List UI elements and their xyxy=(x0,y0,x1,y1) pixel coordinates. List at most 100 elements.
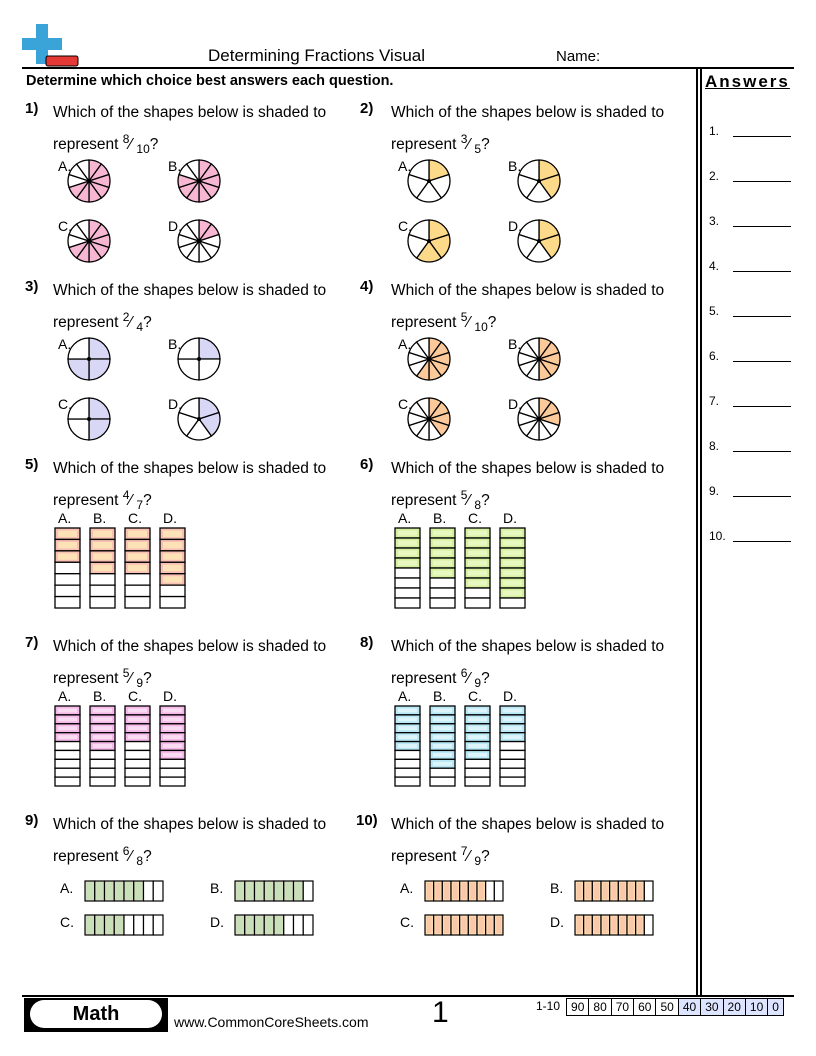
bar-shape-c[interactable] xyxy=(124,705,151,787)
bar-shape-d[interactable] xyxy=(234,914,314,936)
option-label[interactable]: B. xyxy=(508,158,522,174)
answer-blank[interactable] xyxy=(733,541,791,542)
option-label[interactable]: D. xyxy=(163,510,177,526)
answer-row[interactable]: 3. xyxy=(709,214,793,228)
pie-shape-a[interactable] xyxy=(407,159,451,203)
pie-shape-c[interactable] xyxy=(67,397,111,441)
option-label[interactable]: A. xyxy=(398,688,412,704)
answer-row[interactable]: 10. xyxy=(709,529,793,543)
answer-row[interactable]: 2. xyxy=(709,169,793,183)
answer-row[interactable]: 6. xyxy=(709,349,793,363)
answer-blank[interactable] xyxy=(733,496,791,497)
bar-shape-d[interactable] xyxy=(499,705,526,787)
option-label[interactable]: D. xyxy=(163,688,177,704)
option-label[interactable]: C. xyxy=(468,688,482,704)
option-label[interactable]: D. xyxy=(168,218,182,234)
bar-shape-d[interactable] xyxy=(159,705,186,787)
answer-blank[interactable] xyxy=(733,181,791,182)
option-label[interactable]: A. xyxy=(58,688,72,704)
option-label[interactable]: C. xyxy=(60,914,74,930)
option-label[interactable]: D. xyxy=(508,396,522,412)
option-label[interactable]: B. xyxy=(210,880,224,896)
answer-row[interactable]: 7. xyxy=(709,394,793,408)
bar-shape-d[interactable] xyxy=(499,527,526,609)
option-label[interactable]: A. xyxy=(58,158,72,174)
answer-blank[interactable] xyxy=(733,451,791,452)
pie-shape-a[interactable] xyxy=(67,337,111,381)
answer-blank[interactable] xyxy=(733,316,791,317)
option-label[interactable]: B. xyxy=(433,510,447,526)
bar-shape-a[interactable] xyxy=(54,527,81,609)
bar-shape-b[interactable] xyxy=(429,527,456,609)
bar-shape-d[interactable] xyxy=(574,914,654,936)
answer-blank[interactable] xyxy=(733,226,791,227)
bar-shape-a[interactable] xyxy=(394,527,421,609)
pie-shape-c[interactable] xyxy=(407,219,451,263)
option-label[interactable]: B. xyxy=(168,158,182,174)
bar-shape-a[interactable] xyxy=(394,705,421,787)
bar-shape-c[interactable] xyxy=(464,705,491,787)
answer-row[interactable]: 8. xyxy=(709,439,793,453)
option-label[interactable]: B. xyxy=(93,510,107,526)
bar-shape-c[interactable] xyxy=(464,527,491,609)
option-label[interactable]: C. xyxy=(58,396,72,412)
option-label[interactable]: B. xyxy=(168,336,182,352)
pie-shape-a[interactable] xyxy=(67,159,111,203)
pie-shape-b[interactable] xyxy=(177,337,221,381)
pie-shape-b[interactable] xyxy=(517,337,561,381)
option-label[interactable]: C. xyxy=(400,914,414,930)
pie-shape-b[interactable] xyxy=(517,159,561,203)
option-label[interactable]: B. xyxy=(93,688,107,704)
option-label[interactable]: D. xyxy=(168,396,182,412)
option-label[interactable]: D. xyxy=(550,914,564,930)
pie-shape-c[interactable] xyxy=(67,219,111,263)
answer-row[interactable]: 9. xyxy=(709,484,793,498)
bar-shape-d[interactable] xyxy=(159,527,186,609)
answer-row[interactable]: 4. xyxy=(709,259,793,273)
option-label[interactable]: C. xyxy=(468,510,482,526)
option-label[interactable]: D. xyxy=(508,218,522,234)
answer-blank[interactable] xyxy=(733,271,791,272)
bar-shape-a[interactable] xyxy=(84,880,164,902)
option-label[interactable]: C. xyxy=(398,218,412,234)
option-label[interactable]: A. xyxy=(60,880,74,896)
bar-shape-b[interactable] xyxy=(89,527,116,609)
bar-shape-c[interactable] xyxy=(84,914,164,936)
option-label[interactable]: C. xyxy=(128,510,142,526)
option-label[interactable]: B. xyxy=(433,688,447,704)
option-label[interactable]: A. xyxy=(400,880,414,896)
option-label[interactable]: A. xyxy=(398,336,412,352)
answer-row[interactable]: 1. xyxy=(709,124,793,138)
pie-shape-b[interactable] xyxy=(177,159,221,203)
pie-shape-d[interactable] xyxy=(177,397,221,441)
option-label[interactable]: C. xyxy=(398,396,412,412)
bar-shape-b[interactable] xyxy=(574,880,654,902)
bar-shape-b[interactable] xyxy=(429,705,456,787)
option-label[interactable]: B. xyxy=(508,336,522,352)
bar-shape-a[interactable] xyxy=(424,880,504,902)
option-label[interactable]: D. xyxy=(503,510,517,526)
answer-blank[interactable] xyxy=(733,406,791,407)
bar-shape-a[interactable] xyxy=(54,705,81,787)
option-label[interactable]: A. xyxy=(398,510,412,526)
answer-blank[interactable] xyxy=(733,136,791,137)
option-label[interactable]: D. xyxy=(210,914,224,930)
option-label[interactable]: C. xyxy=(128,688,142,704)
pie-shape-d[interactable] xyxy=(517,397,561,441)
option-label[interactable]: A. xyxy=(58,336,72,352)
bar-shape-b[interactable] xyxy=(89,705,116,787)
option-label[interactable]: C. xyxy=(58,218,72,234)
answer-row[interactable]: 5. xyxy=(709,304,793,318)
bar-shape-b[interactable] xyxy=(234,880,314,902)
option-label[interactable]: A. xyxy=(58,510,72,526)
pie-shape-c[interactable] xyxy=(407,397,451,441)
option-label[interactable]: D. xyxy=(503,688,517,704)
pie-shape-d[interactable] xyxy=(177,219,221,263)
bar-shape-c[interactable] xyxy=(424,914,504,936)
pie-shape-a[interactable] xyxy=(407,337,451,381)
pie-shape-d[interactable] xyxy=(517,219,561,263)
answer-blank[interactable] xyxy=(733,361,791,362)
option-label[interactable]: B. xyxy=(550,880,564,896)
bar-shape-c[interactable] xyxy=(124,527,151,609)
option-label[interactable]: A. xyxy=(398,158,412,174)
